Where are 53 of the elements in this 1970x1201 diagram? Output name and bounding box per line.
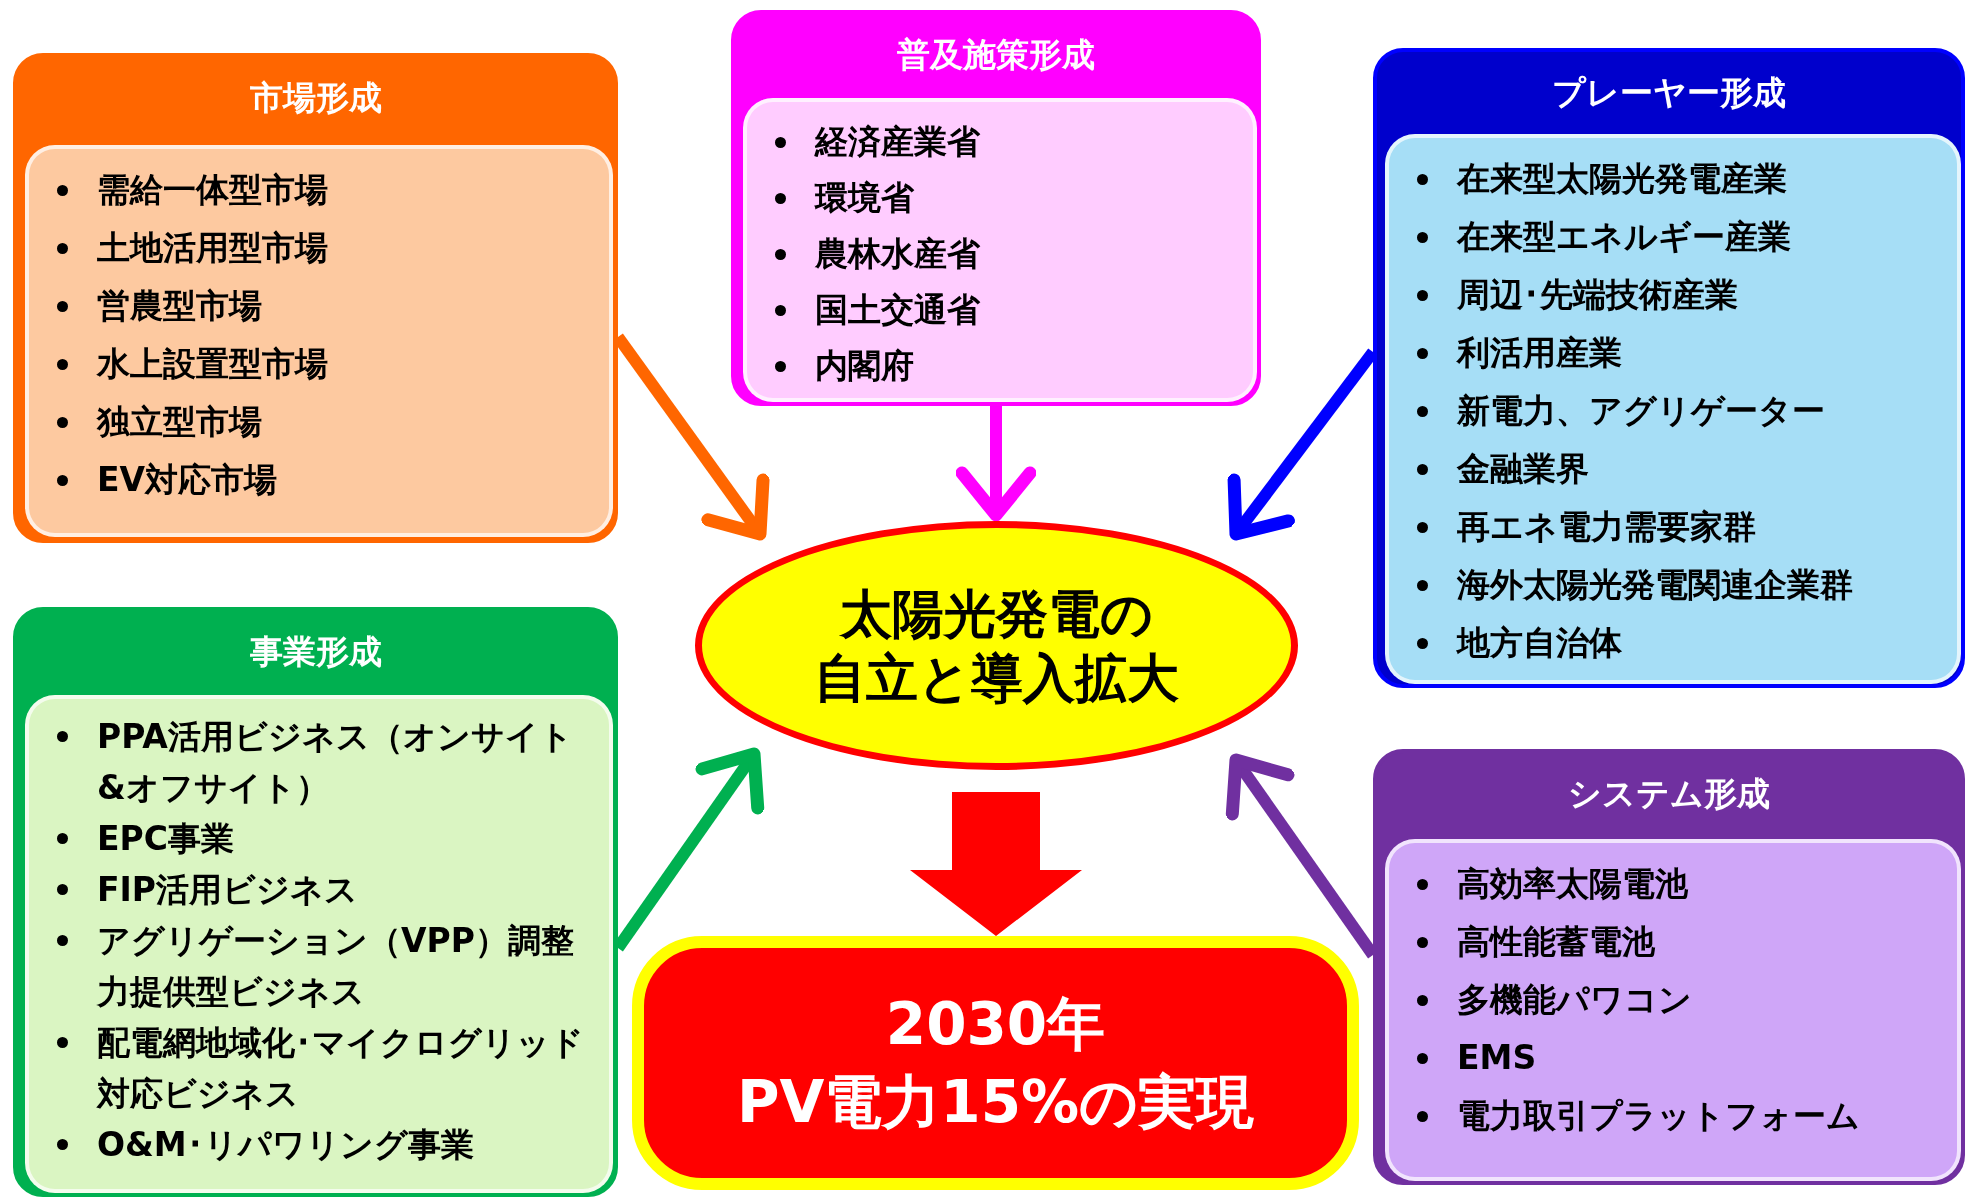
panel-title: 事業形成 [248, 631, 383, 673]
list-item: 金融業界 [1457, 448, 1589, 490]
list-item: PPA活用ビジネス（オンサイト&オフサイト） [97, 716, 574, 809]
list-item: 高効率太陽電池 [1457, 863, 1688, 905]
list-panel [743, 98, 1257, 402]
list-item: 高性能蓄電池 [1457, 921, 1655, 963]
panel-title: プレーヤー形成 [1551, 72, 1787, 114]
category-panel [13, 607, 618, 1197]
list-panel [1385, 839, 1961, 1181]
list-item: 多機能パワコン [1457, 979, 1692, 1021]
category-panel [731, 10, 1261, 406]
category-panel [13, 53, 618, 543]
list-item: EV対応市場 [97, 459, 278, 501]
list-item: 利活用産業 [1457, 332, 1622, 374]
list-item: 土地活用型市場 [97, 227, 328, 269]
target-box [632, 936, 1359, 1190]
list-item: 営農型市場 [97, 285, 262, 327]
list-item: 独立型市場 [97, 401, 262, 443]
list-panel [25, 695, 613, 1193]
goal-text: 自立と導入拡大 [814, 646, 1179, 710]
list-item: 需給一体型市場 [97, 169, 328, 211]
category-panel [1373, 749, 1965, 1185]
list-item: EPC事業 [97, 818, 234, 860]
list-item: 電力取引プラットフォーム [1457, 1095, 1860, 1137]
target-text: PV電力15%の実現 [736, 1067, 1255, 1138]
list-panel [1385, 134, 1961, 684]
list-item: 地方自治体 [1457, 622, 1622, 664]
list-item: 環境省 [815, 177, 914, 219]
panel-title: 市場形成 [248, 77, 383, 119]
list-item: 配電網地域化･マイクログリッド対応ビジネス [97, 1022, 585, 1115]
target-text: 2030年 [885, 989, 1106, 1060]
goal-text: 太陽光発電の [840, 582, 1153, 646]
list-item: 新電力、アグリゲーター [1457, 390, 1825, 432]
list-item: 内閣府 [815, 345, 914, 387]
list-item: 水上設置型市場 [97, 343, 328, 385]
panel-title: システム形成 [1567, 773, 1771, 815]
list-item: アグリゲーション（VPP）調整力提供型ビジネス [97, 920, 575, 1013]
block-arrow [910, 792, 1082, 936]
panel-title: 普及施策形成 [896, 34, 1096, 76]
list-item: 周辺･先端技術産業 [1457, 274, 1738, 316]
list-item: 在来型エネルギー産業 [1457, 216, 1791, 258]
list-item: 経済産業省 [815, 121, 980, 163]
list-panel [25, 145, 613, 537]
list-item: 農林水産省 [815, 233, 980, 275]
list-item: 再エネ電力需要家群 [1457, 506, 1756, 548]
list-item: O&M･リパワリング事業 [97, 1124, 474, 1166]
list-item: FIP活用ビジネス [97, 869, 358, 911]
list-item: EMS [1457, 1037, 1537, 1079]
list-item: 国土交通省 [815, 289, 980, 331]
list-item: 在来型太陽光発電産業 [1457, 158, 1787, 200]
list-item: 海外太陽光発電関連企業群 [1457, 564, 1853, 606]
arrow [955, 406, 1037, 522]
category-panel [1373, 48, 1965, 688]
